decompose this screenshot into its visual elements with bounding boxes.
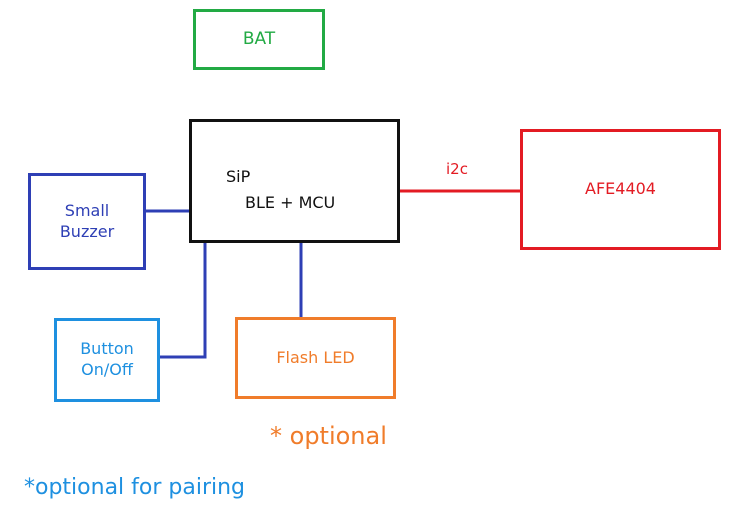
bat-label: BAT [242, 29, 276, 50]
button-label-line1: Button [80, 339, 134, 359]
button-label-line2: On/Off [81, 360, 133, 379]
afe4404-label: AFE4404 [585, 179, 656, 199]
wire-sip-button [160, 242, 207, 359]
flash-led-block: Flash LED [235, 317, 396, 399]
sip-function-label: BLE + MCU [245, 193, 336, 212]
button-onoff-block: Button On/Off [54, 318, 160, 402]
i2c-label: i2c [446, 160, 468, 178]
afe4404-block: AFE4404 [520, 129, 721, 250]
small-buzzer-block: Small Buzzer [28, 173, 146, 270]
optional-pairing-note: *optional for pairing [24, 475, 246, 500]
bat-block: BAT [193, 9, 325, 70]
sip-block: SiP BLE + MCU [189, 119, 400, 243]
flash-led-label: Flash LED [276, 347, 355, 367]
buzzer-label-line2: Buzzer [59, 221, 115, 241]
buzzer-label-line1: Small [64, 200, 110, 220]
optional-note: * optional [270, 422, 387, 450]
sip-label: SiP [226, 167, 251, 186]
